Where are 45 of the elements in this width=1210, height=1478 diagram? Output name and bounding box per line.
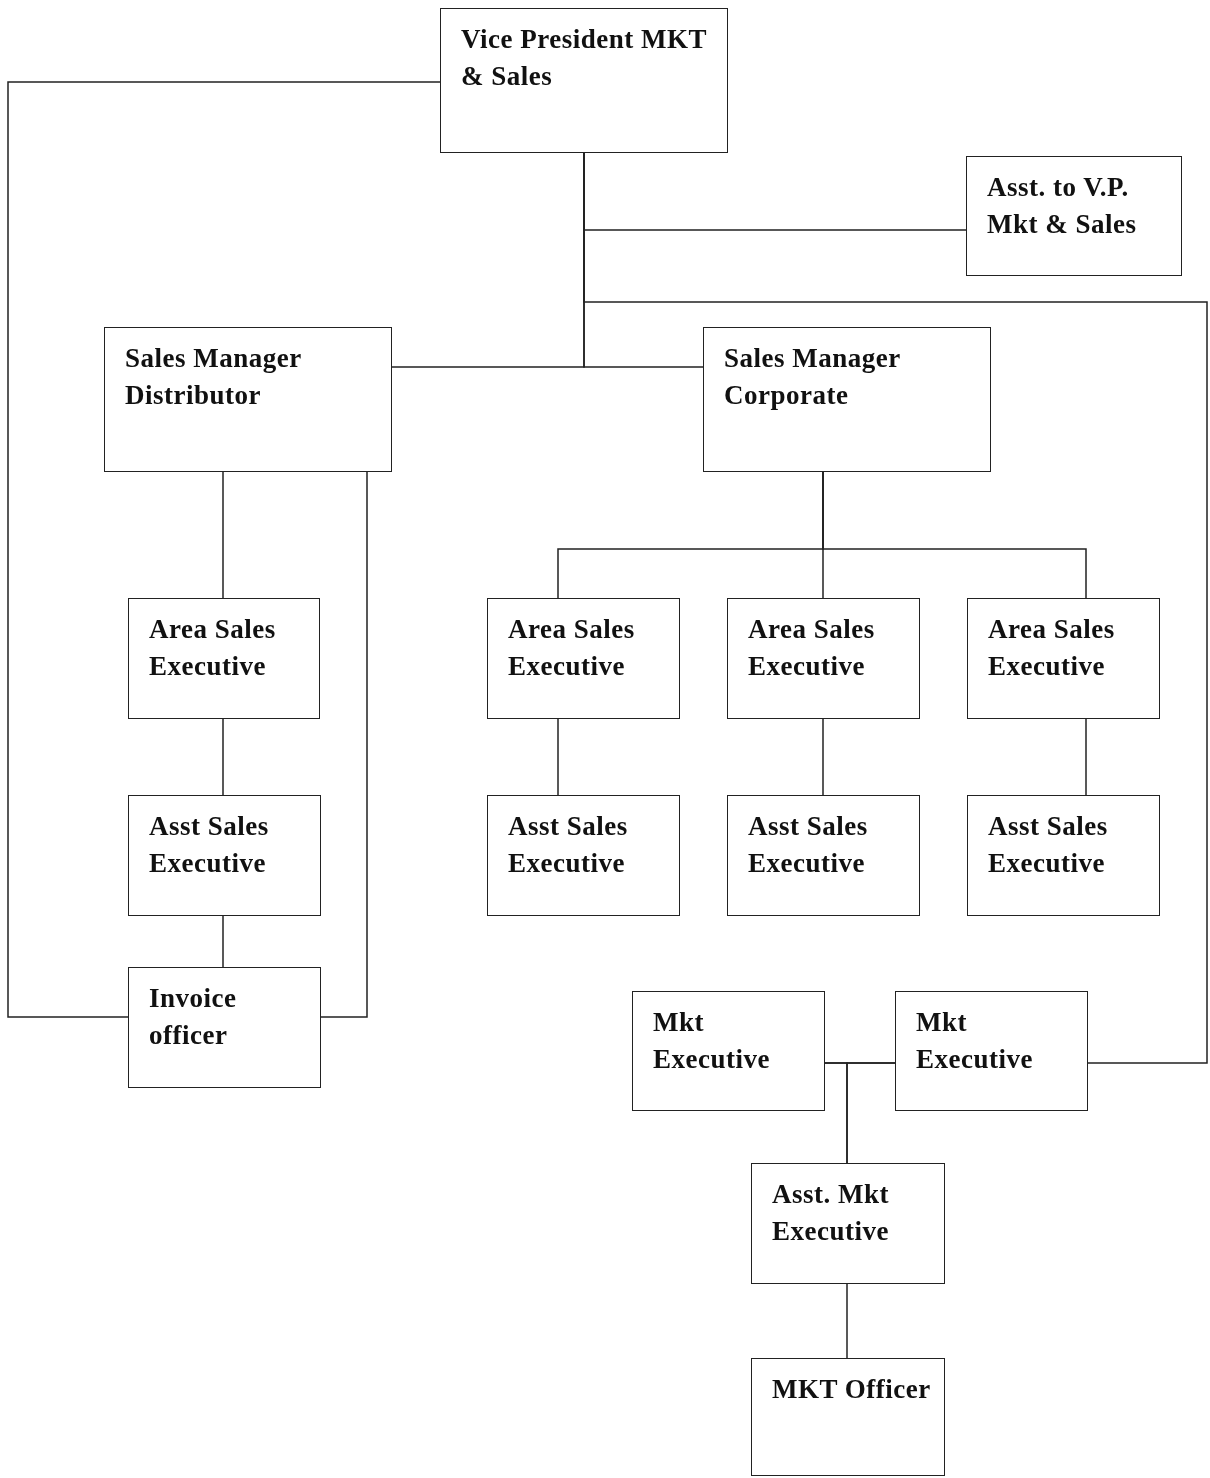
connector-line [222,915,224,968]
position-title: Mkt Executive [916,1006,1034,1076]
position-title: Asst Sales Executive [988,810,1109,880]
position-box [751,1358,945,1476]
position-title: Asst. to V.P. Mkt & Sales [987,171,1138,241]
position-box [727,795,920,916]
connector-line [320,471,368,1018]
position-box [966,156,1182,276]
position-box [967,598,1160,719]
position-title: Area Sales Executive [149,613,277,683]
position-box [751,1163,945,1284]
connector-line [846,1062,896,1164]
connector-line [1085,718,1087,796]
position-box [895,991,1088,1111]
position-title: Mkt Executive [653,1006,771,1076]
position-box [487,795,680,916]
connector-line [557,718,559,796]
position-title: Asst Sales Executive [149,810,270,880]
connector-line [822,471,1087,599]
position-title: Area Sales Executive [748,613,876,683]
position-title: Asst Sales Executive [508,810,629,880]
position-box [727,598,920,719]
position-title: Invoice officer [149,982,238,1052]
connector-line [222,471,224,599]
position-box [128,598,320,719]
connector-line [822,718,824,796]
position-title: Asst Sales Executive [748,810,869,880]
position-title: Area Sales Executive [988,613,1116,683]
position-title: Area Sales Executive [508,613,636,683]
position-box [632,991,825,1111]
position-title: Sales Manager Corporate [724,342,902,412]
position-box [128,795,321,916]
position-box [967,795,1160,916]
position-box [440,8,728,153]
connector-line [222,718,224,796]
connector-line [846,1283,848,1359]
position-title: MKT Officer [772,1373,932,1406]
position-box [104,327,392,472]
position-title: Vice President MKT & Sales [461,23,708,93]
position-box [703,327,991,472]
connector-line [7,81,441,1018]
position-box [128,967,321,1088]
position-title: Asst. Mkt Executive [772,1178,890,1248]
position-title: Sales Manager Distributor [125,342,303,412]
position-box [487,598,680,719]
